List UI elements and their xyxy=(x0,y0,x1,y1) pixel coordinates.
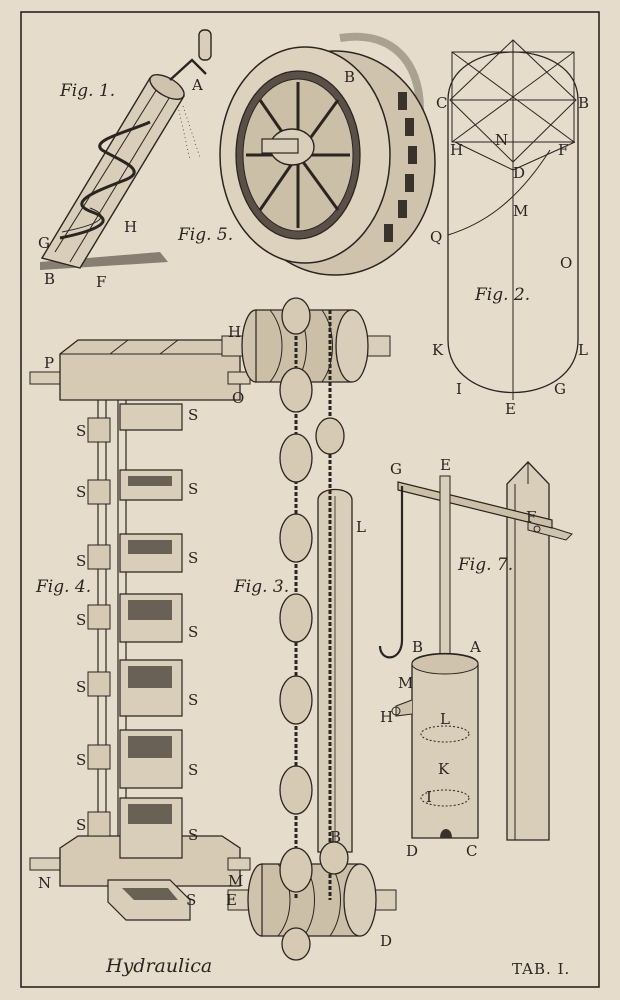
fig2-label-f: F xyxy=(558,141,568,159)
plate-title: Hydraulica xyxy=(105,955,212,977)
fig7-lever-pump: Fig. 7. G E F B A M H L K I D C xyxy=(378,456,573,860)
fig4-label-s: S xyxy=(188,549,198,567)
fig7-label-g: G xyxy=(390,460,402,478)
fig7-label-f: F xyxy=(526,508,536,526)
fig2-label-i: I xyxy=(456,380,462,398)
fig4-label-s: S xyxy=(188,406,198,424)
fig4-label-p: P xyxy=(44,354,54,372)
fig2-label-h: H xyxy=(450,141,463,159)
fig7-label-m: M xyxy=(398,674,413,692)
fig4-label-s: S xyxy=(76,751,86,769)
fig2-label-b: B xyxy=(578,94,589,112)
fig2-label-g: G xyxy=(554,380,566,398)
fig4-label-s: S xyxy=(76,611,86,629)
fig2-label-n: N xyxy=(495,131,508,149)
fig2-labels: Fig. 2. C B H N F D M Q O K L I G E xyxy=(430,94,589,418)
fig2-label-k: K xyxy=(432,341,444,359)
fig4-label-s: S xyxy=(76,816,86,834)
fig7-caption: Fig. 7. xyxy=(457,555,513,575)
plate-frame xyxy=(20,11,600,988)
fig3-label-h: H xyxy=(228,323,241,341)
fig3-chain-pump: Fig. 3. H L B E D xyxy=(221,297,397,961)
fig1-label-g: G xyxy=(38,234,50,252)
fig4-label-s: S xyxy=(188,826,198,844)
fig2-label-d: D xyxy=(513,164,525,182)
plate-tab: TAB. I. xyxy=(512,960,570,978)
fig3-label-e: E xyxy=(226,891,237,909)
fig4-label-s: S xyxy=(188,480,198,498)
fig5-label-b: B xyxy=(344,68,355,86)
fig7-label-a: A xyxy=(469,638,481,656)
fig2-label-c: C xyxy=(436,94,447,112)
fig1-archimedes-screw: Fig. 1. A G H B F xyxy=(38,29,212,291)
fig1-caption: Fig. 1. xyxy=(59,81,115,101)
fig5-water-wheel: Fig. 5. B xyxy=(177,32,436,276)
fig7-label-b: B xyxy=(412,638,423,656)
fig3-label-b: B xyxy=(330,828,341,846)
fig2-label-l: L xyxy=(578,341,588,359)
fig4-label-s: S xyxy=(186,891,196,909)
fig7-label-e: E xyxy=(440,456,451,474)
fig4-label-s: S xyxy=(76,552,86,570)
fig4-label-s: S xyxy=(188,623,198,641)
fig2-construction xyxy=(447,39,579,400)
fig3-label-l: L xyxy=(356,518,366,536)
fig2-caption: Fig. 2. xyxy=(474,285,530,305)
fig4-label-s: S xyxy=(76,678,86,696)
fig4-label-s: S xyxy=(188,691,198,709)
fig7-label-i: I xyxy=(426,788,432,806)
fig7-label-h: H xyxy=(380,708,393,726)
fig1-label-b: B xyxy=(44,270,55,288)
fig4-label-n: N xyxy=(38,874,51,892)
fig7-label-l: L xyxy=(440,710,450,728)
fig7-label-k: K xyxy=(438,760,450,778)
fig4-label-s: S xyxy=(76,483,86,501)
fig3-caption: Fig. 3. xyxy=(233,577,289,597)
fig1-label-f: F xyxy=(96,273,106,291)
fig2-label-o: O xyxy=(560,254,572,272)
fig4-label-s: S xyxy=(188,761,198,779)
fig4-label-o: O xyxy=(232,389,244,407)
fig2-label-e: E xyxy=(505,400,516,418)
fig1-label-h: H xyxy=(124,218,137,236)
fig1-label-a: A xyxy=(191,76,203,94)
fig4-caption: Fig. 4. xyxy=(35,577,91,597)
fig7-label-c: C xyxy=(466,842,477,860)
fig4-label-s: S xyxy=(76,422,86,440)
fig7-label-d: D xyxy=(406,842,418,860)
fig2-label-m: M xyxy=(513,202,528,220)
fig3-label-d: D xyxy=(380,932,392,950)
fig2-label-q: Q xyxy=(430,228,442,246)
fig4-bucket-chain: Fig. 4. P O N M S S S S S S S S S S S S … xyxy=(29,339,251,921)
fig5-caption: Fig. 5. xyxy=(177,225,233,245)
fig4-label-m: M xyxy=(228,872,243,890)
